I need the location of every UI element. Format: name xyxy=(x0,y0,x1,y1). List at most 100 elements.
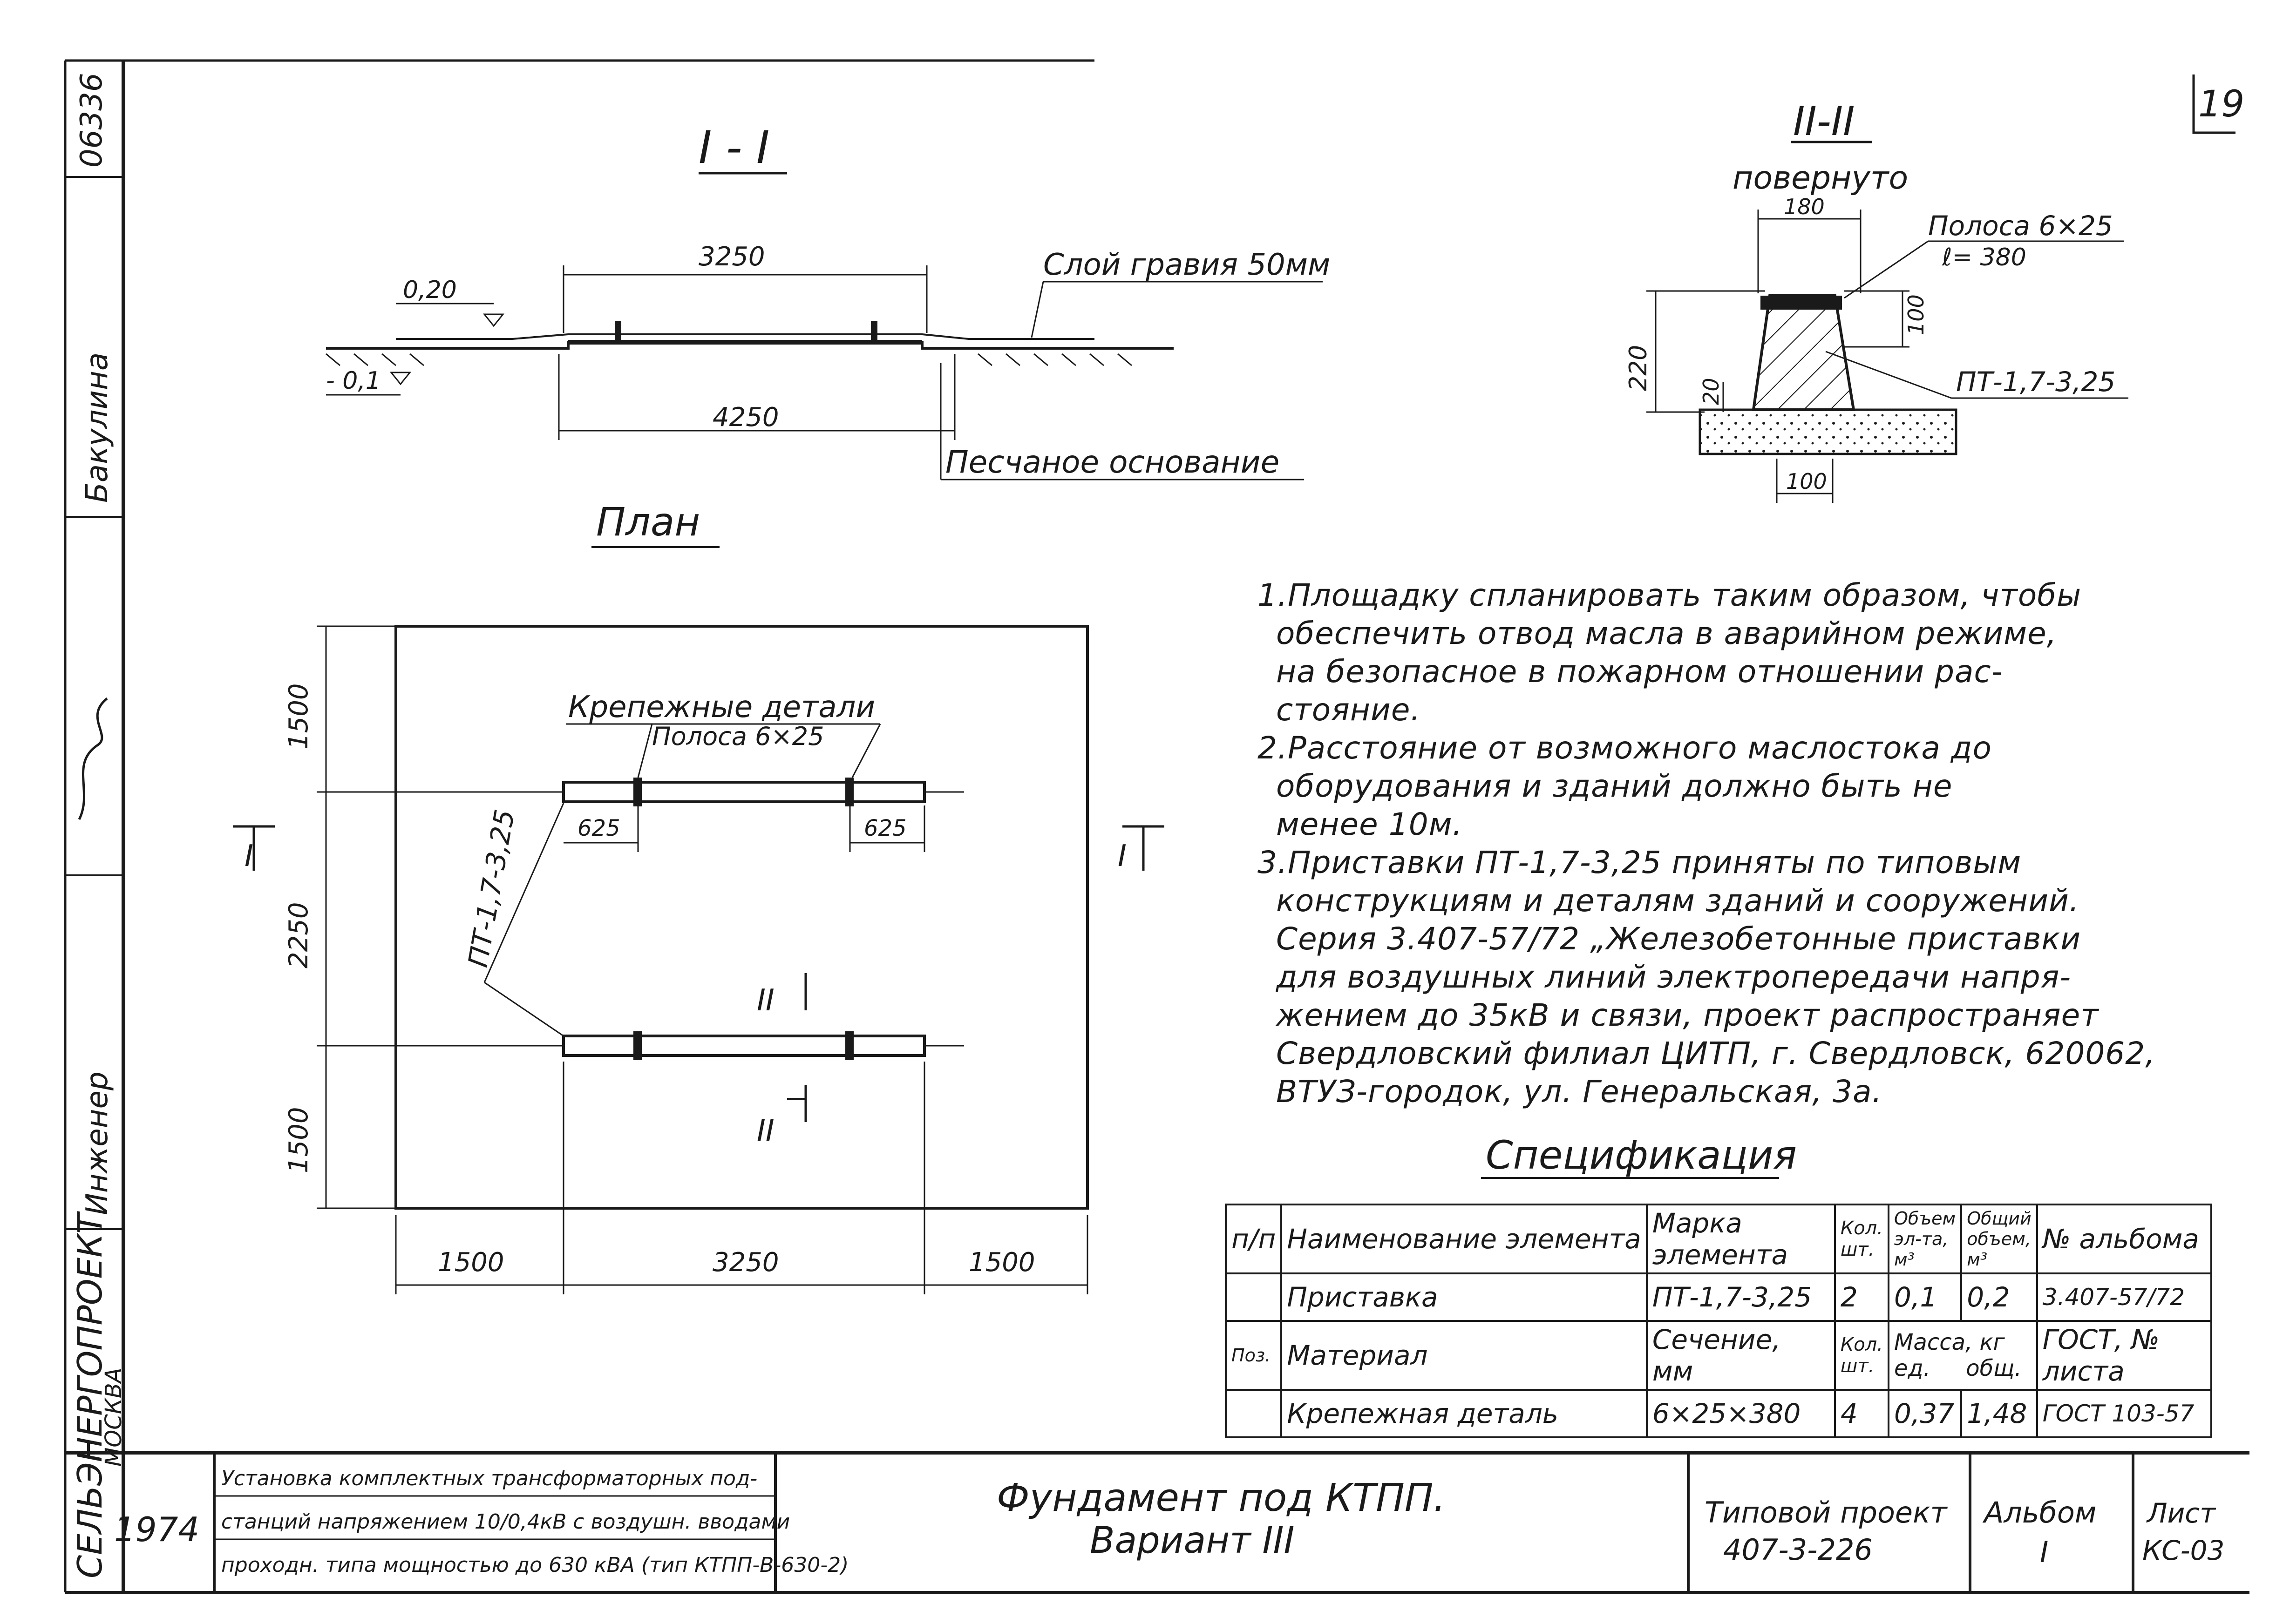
note-line-14: ВТУЗ-городок, ул. Генеральская, 3а. xyxy=(1276,1074,1882,1110)
spec-h2-mass-unit: ед. xyxy=(1894,1355,1930,1381)
plan-label-post: ПТ-1,7-3,25 xyxy=(462,807,521,970)
section-2-dim-width-top: 180 xyxy=(1784,194,1825,219)
plan-cut-1-left: I xyxy=(245,839,253,873)
plan-dim-bottom-1: 1500 xyxy=(438,1247,504,1278)
drawing-variant: Вариант III xyxy=(1090,1520,1295,1562)
spec-r2-gost: ГОСТ 103-57 xyxy=(2036,1389,2212,1438)
spec-h2-section: Сечение, мм xyxy=(1645,1320,1836,1391)
section-2-title: II-II xyxy=(1793,98,1855,145)
note-line-7: менее 10м. xyxy=(1276,806,1463,842)
spec-r1-mark: ПТ-1,7-3,25 xyxy=(1645,1272,1836,1322)
album-number: I xyxy=(2040,1535,2048,1569)
note-line-11: для воздушных линий электропередачи напр… xyxy=(1276,959,2072,995)
section-2-dim-upper: 100 xyxy=(1903,294,1929,335)
spec-h2-mass: Масса, кг ед. общ. xyxy=(1887,1320,2038,1391)
section-2-subtitle: повернуто xyxy=(1733,160,1908,196)
section-2-label-strip: Полоса 6×25 xyxy=(1928,210,2113,242)
section-2-dim-width-bottom: 100 xyxy=(1786,469,1827,494)
note-line-13: Свердловский филиал ЦИТП, г. Свердловск,… xyxy=(1276,1035,2156,1071)
project-number: 407-3-226 xyxy=(1723,1533,1873,1567)
spec-h-mark: Марка элемента xyxy=(1645,1204,1836,1274)
section-1-level-top: 0,20 xyxy=(403,276,457,304)
spec-h2-pos: Поз. xyxy=(1224,1320,1283,1391)
stamp-person-3: Инженер xyxy=(80,1071,115,1215)
spec-r2-name: Крепежная деталь xyxy=(1280,1389,1648,1438)
spec-r2-qty: 4 xyxy=(1834,1389,1889,1438)
section-1-label-sand: Песчаное основание xyxy=(945,444,1279,480)
plan-label-strip: Полоса 6×25 xyxy=(652,722,824,751)
plan-cut-2-bottom: II xyxy=(757,1114,775,1148)
spec-r1-qty: 2 xyxy=(1834,1272,1889,1322)
stamp-person-1: Бакулина xyxy=(80,352,115,503)
note-line-4: стояние. xyxy=(1276,692,1421,728)
spec-title: Спецификация xyxy=(1486,1132,1797,1178)
spec-r1-vol-total: 0,2 xyxy=(1960,1272,2038,1322)
spec-h2-qty: Кол. шт. xyxy=(1834,1320,1889,1391)
section-2-label-length: ℓ= 380 xyxy=(1942,244,2026,271)
plan-dim-left-1: 1500 xyxy=(284,683,314,750)
project-label: Типовой проект xyxy=(1705,1495,1948,1529)
signature-mark xyxy=(78,697,108,820)
inventory-number: 06336 xyxy=(75,73,109,168)
spec-h-num: п/п xyxy=(1224,1204,1283,1274)
section-1-title: I - I xyxy=(699,122,769,174)
spec-h-name: Наименование элемента xyxy=(1280,1204,1648,1274)
sheet-frame xyxy=(64,59,2249,1594)
spec-r2-section: 6×25×380 xyxy=(1645,1389,1836,1438)
plan-dim-left-2: 2250 xyxy=(284,902,314,968)
spec-h-vol-el: Объем эл-та, м³ xyxy=(1887,1204,1963,1274)
sheet-number: 19 xyxy=(2198,83,2244,125)
spec-h-album: № альбома xyxy=(2036,1204,2212,1274)
spec-row-1: Приставка ПТ-1,7-3,25 2 0,1 0,2 3.407-57… xyxy=(1224,1272,2212,1322)
title-year: 1974 xyxy=(114,1510,199,1549)
spec-header-row: п/п Наименование элемента Марка элемента… xyxy=(1224,1204,2212,1274)
note-line-5: 2.Расстояние от возможного маслостока до xyxy=(1257,730,1992,766)
sheet-label: Лист xyxy=(2146,1497,2216,1529)
spec-row-2: Крепежная деталь 6×25×380 4 0,37 1,48 ГО… xyxy=(1224,1389,2212,1438)
album-label: Альбом xyxy=(1982,1495,2097,1529)
spec-r1-name: Приставка xyxy=(1280,1272,1648,1322)
drawing-title: Фундамент под КТПП. xyxy=(997,1476,1446,1520)
section-2-dim-lower: 20 xyxy=(1699,378,1724,405)
sheet-code: КС-03 xyxy=(2142,1535,2224,1566)
spec-h2-mass-total: общ. xyxy=(1966,1355,2022,1381)
plan-dim-bottom-3: 1500 xyxy=(969,1247,1035,1278)
spec-h-vol-total: Общий объем, м³ xyxy=(1960,1204,2038,1274)
note-line-12: жением до 35кВ и связи, проект распростр… xyxy=(1276,997,2099,1033)
note-line-6: оборудования и зданий должно быть не xyxy=(1276,768,1953,804)
spec-header-row-2: Поз. Материал Сечение, мм Кол. шт. Масса… xyxy=(1224,1320,2212,1391)
spec-r2-mass-total: 1,48 xyxy=(1960,1389,2038,1438)
section-1-dim-bottom: 4250 xyxy=(713,402,779,433)
plan-view: План 1500 2250 1500 1500 3250 1500 62 xyxy=(233,499,1164,1294)
spec-r1-vol-el: 0,1 xyxy=(1887,1272,1963,1322)
spec-r1-album: 3.407-57/72 xyxy=(2036,1272,2212,1322)
plan-cut-2-top: II xyxy=(757,983,775,1018)
section-1-1: I - I 3250 4250 0,20 - 0,1 Слой гравия 5… xyxy=(326,122,1330,480)
note-line-8: 3.Приставки ПТ-1,7-3,25 приняты по типов… xyxy=(1257,845,2022,880)
spec-h2-material: Материал xyxy=(1280,1320,1648,1391)
organization-city: МОСКВА xyxy=(101,1367,127,1467)
plan-dim-625-left: 625 xyxy=(578,815,620,841)
section-1-label-gravel: Слой гравия 50мм xyxy=(1043,248,1330,282)
title-desc-1: Установка комплектных трансформаторных п… xyxy=(221,1467,757,1490)
note-line-2: обеспечить отвод масла в аварийном режим… xyxy=(1276,616,2057,651)
plan-title: План xyxy=(596,499,700,545)
specification-table: п/п Наименование элемента Марка элемента… xyxy=(1224,1204,2212,1438)
plan-dim-left-3: 1500 xyxy=(284,1107,314,1173)
spec-h-qty: Кол. шт. xyxy=(1834,1204,1889,1274)
plan-label-fasteners: Крепежные детали xyxy=(568,690,875,724)
title-desc-3: проходн. типа мощностью до 630 кВА (тип … xyxy=(221,1553,849,1577)
title-desc-2: станций напряжением 10/0,4кВ с воздушн. … xyxy=(221,1510,790,1534)
section-2-dim-height: 220 xyxy=(1624,345,1652,391)
section-1-dim-top: 3250 xyxy=(699,242,765,272)
spec-h2-gost: ГОСТ, № листа xyxy=(2036,1320,2212,1391)
spec-r2-mass-unit: 0,37 xyxy=(1887,1389,1963,1438)
note-line-9: конструкциям и деталям зданий и сооружен… xyxy=(1276,883,2079,919)
plan-dim-bottom-2: 3250 xyxy=(713,1247,779,1278)
section-2-label-post: ПТ-1,7-3,25 xyxy=(1956,366,2115,398)
plan-dim-625-right: 625 xyxy=(864,815,907,841)
organization-name: СЕЛЬЭНЕРГОПРОЕКТ xyxy=(70,1211,109,1578)
note-line-1: 1.Площадку спланировать таким образом, ч… xyxy=(1257,577,2082,613)
